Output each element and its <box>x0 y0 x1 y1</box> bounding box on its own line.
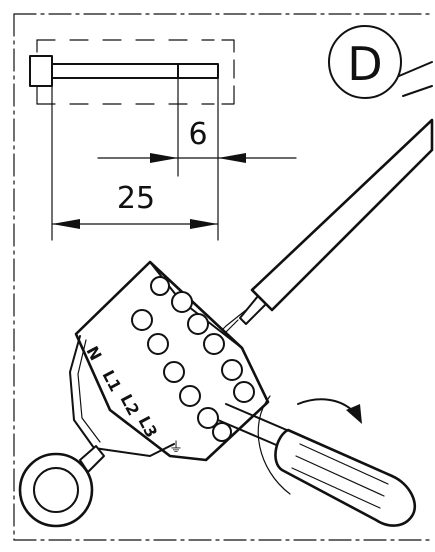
screw-row-top <box>150 276 255 403</box>
dimension-6-label: 6 <box>188 117 207 152</box>
screw-row-front <box>131 309 232 442</box>
detail-label: D <box>347 37 382 91</box>
wire-strip-view: 6 25 <box>29 39 297 241</box>
detail-callout: D <box>328 25 433 99</box>
screwdriver <box>217 395 417 527</box>
earth-symbol: ⏚ <box>169 440 183 456</box>
dimension-25-label: 25 <box>117 181 155 216</box>
terminal-block: N L1 L2 L3 ⏚ <box>74 260 270 462</box>
earth-lead <box>18 335 175 528</box>
detail-frame <box>13 13 431 541</box>
